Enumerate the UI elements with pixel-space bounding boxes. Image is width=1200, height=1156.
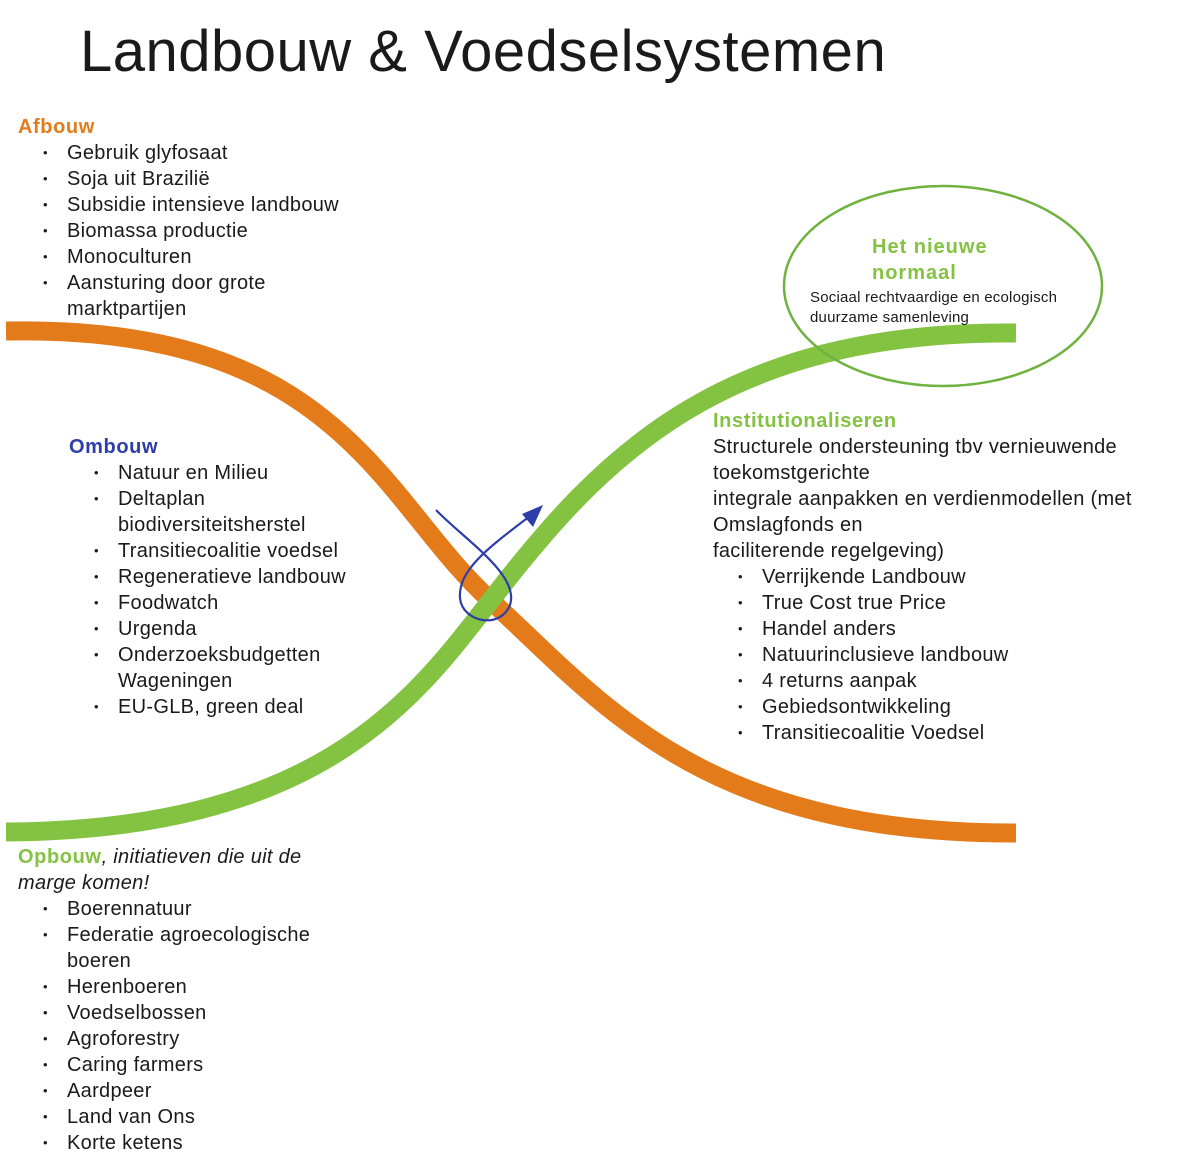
list-item: Gebruik glyfosaat: [18, 140, 398, 166]
list-item: Boerennatuur: [18, 896, 378, 922]
list-item: Gebiedsontwikkeling: [713, 694, 1200, 720]
nieuwe-normaal-subtitle: Sociaal rechtvaardige en ecologisch duur…: [810, 289, 1058, 326]
list-item: Monoculturen: [18, 244, 398, 270]
intro-line: faciliterende regelgeving): [713, 540, 945, 562]
opbouw-list: Boerennatuur Federatie agroecologische b…: [18, 896, 378, 1156]
ombouw-list: Natuur en Milieu Deltaplan biodiversitei…: [69, 460, 399, 720]
ombouw-section: Ombouw Natuur en Milieu Deltaplan biodiv…: [69, 434, 399, 720]
afbouw-heading: Afbouw: [18, 116, 95, 138]
list-item: Urgenda: [69, 616, 399, 642]
opbouw-curve: [5, 323, 1017, 842]
ombouw-loop-arrow: [435, 509, 531, 622]
list-item: EU-GLB, green deal: [69, 694, 399, 720]
list-item: Biomassa productie: [18, 218, 398, 244]
opbouw-section: Opbouw, initiatieven die uit de marge ko…: [18, 844, 378, 1156]
list-item: Aardpeer: [18, 1078, 378, 1104]
list-item: Handel anders: [713, 616, 1200, 642]
opbouw-subtitle: , initiatieven die uit de marge komen!: [18, 846, 302, 894]
list-item: Verrijkende Landbouw: [713, 564, 1200, 590]
nieuwe-normaal-section: Het nieuwe normaal Sociaal rechtvaardige…: [810, 234, 1110, 328]
list-item: Foodwatch: [69, 590, 399, 616]
afbouw-section: Afbouw Gebruik glyfosaat Soja uit Brazil…: [18, 114, 398, 322]
list-item: Agroforestry: [18, 1026, 378, 1052]
list-item: Subsidie intensieve landbouw: [18, 192, 398, 218]
page-title: Landbouw & Voedselsystemen: [80, 19, 887, 84]
opbouw-heading: Opbouw: [18, 846, 102, 868]
opbouw-header: Opbouw, initiatieven die uit de marge ko…: [18, 844, 348, 896]
list-item: Deltaplan biodiversiteitsherstel: [69, 486, 328, 538]
list-item: Land van Ons: [18, 1104, 378, 1130]
intro-line: Structurele ondersteuning tbv vernieuwen…: [713, 436, 1117, 458]
list-item: Federatie agroecologische boeren: [18, 922, 367, 974]
list-item: Regeneratieve landbouw: [69, 564, 399, 590]
list-item: Herenboeren: [18, 974, 378, 1000]
arrowhead-icon: [522, 505, 543, 527]
institutionaliseren-section: Institutionaliseren Structurele onderste…: [713, 408, 1200, 746]
list-item: 4 returns aanpak: [713, 668, 1200, 694]
list-item: Korte ketens: [18, 1130, 378, 1156]
list-item: Onderzoeksbudgetten Wageningen: [69, 642, 348, 694]
institutionaliseren-heading: Institutionaliseren: [713, 410, 897, 432]
afbouw-list: Gebruik glyfosaat Soja uit Brazilië Subs…: [18, 140, 398, 322]
list-item: Caring farmers: [18, 1052, 378, 1078]
list-item: Soja uit Brazilië: [18, 166, 398, 192]
list-item: Voedselbossen: [18, 1000, 378, 1026]
list-item: Natuur en Milieu: [69, 460, 399, 486]
ombouw-heading: Ombouw: [69, 436, 159, 458]
intro-line: Omslagfonds en: [713, 514, 863, 536]
institutionaliseren-list: Verrijkende Landbouw True Cost true Pric…: [713, 564, 1200, 746]
nieuwe-normaal-heading: Het nieuwe normaal: [872, 236, 988, 284]
list-item: Natuurinclusieve landbouw: [713, 642, 1200, 668]
list-item: Transitiecoalitie voedsel: [69, 538, 399, 564]
list-item: True Cost true Price: [713, 590, 1200, 616]
nieuwe-normaal-circle: [782, 184, 1104, 388]
list-item: Aansturing door grote marktpartijen: [18, 270, 307, 322]
intro-line: toekomstgerichte: [713, 462, 871, 484]
list-item: Transitiecoalitie Voedsel: [713, 720, 1200, 746]
intro-line: integrale aanpakken en verdienmodellen (…: [713, 488, 1132, 510]
